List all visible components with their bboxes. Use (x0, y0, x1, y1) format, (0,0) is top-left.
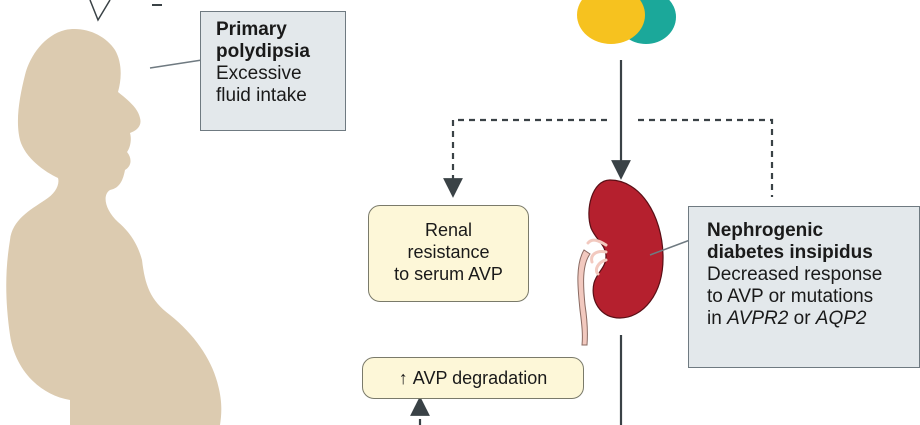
ndi-desc-2: to AVP or mutations (707, 286, 874, 307)
polydipsia-desc-2: fluid intake (216, 85, 307, 106)
up-arrow-icon: ↑ (398, 368, 408, 388)
endocrine-gland (577, 0, 676, 44)
gene-aqp2: AQP2 (815, 308, 867, 329)
dashed-right-path (638, 118, 774, 197)
ureter (577, 249, 591, 346)
polydipsia-title-1: Primary (216, 19, 287, 40)
human-silhouette (6, 29, 222, 425)
renal-line-3: to serum AVP (394, 264, 503, 284)
renal-vessels (586, 238, 608, 276)
renal-resistance-box: Renal resistance to serum AVP (368, 205, 529, 302)
ndi-desc-3: in AVPR2 or AQP2 (707, 308, 919, 330)
renal-line-1: Renal (424, 220, 473, 240)
kidney-illustration (577, 179, 664, 346)
ndi-desc-3-prefix: in (707, 308, 728, 329)
polydipsia-pointer (149, 59, 203, 69)
ndi-title-1: Nephrogenic (707, 220, 824, 241)
primary-polydipsia-callout: Primary polydipsia Excessive fluid intak… (200, 11, 346, 131)
dashed-left-path (443, 118, 607, 198)
degradation-label: AVP degradation (412, 368, 548, 388)
ndi-desc-3-mid: or (788, 308, 816, 329)
gene-avpr2: AVPR2 (727, 308, 789, 329)
kidney (588, 179, 664, 319)
ndi-title-2: diabetes insipidus (707, 242, 873, 263)
nephrogenic-di-callout: Nephrogenic diabetes insipidus Decreased… (688, 206, 920, 368)
ndi-pointer (649, 239, 691, 256)
speech-bubble-tail (89, 0, 111, 22)
polydipsia-title-2: polydipsia (216, 41, 310, 62)
avp-degradation-box: ↑AVP degradation (362, 357, 584, 399)
renal-line-2: resistance (407, 242, 490, 262)
ndi-desc-1: Decreased response (707, 264, 883, 285)
polydipsia-desc-1: Excessive (216, 63, 302, 84)
